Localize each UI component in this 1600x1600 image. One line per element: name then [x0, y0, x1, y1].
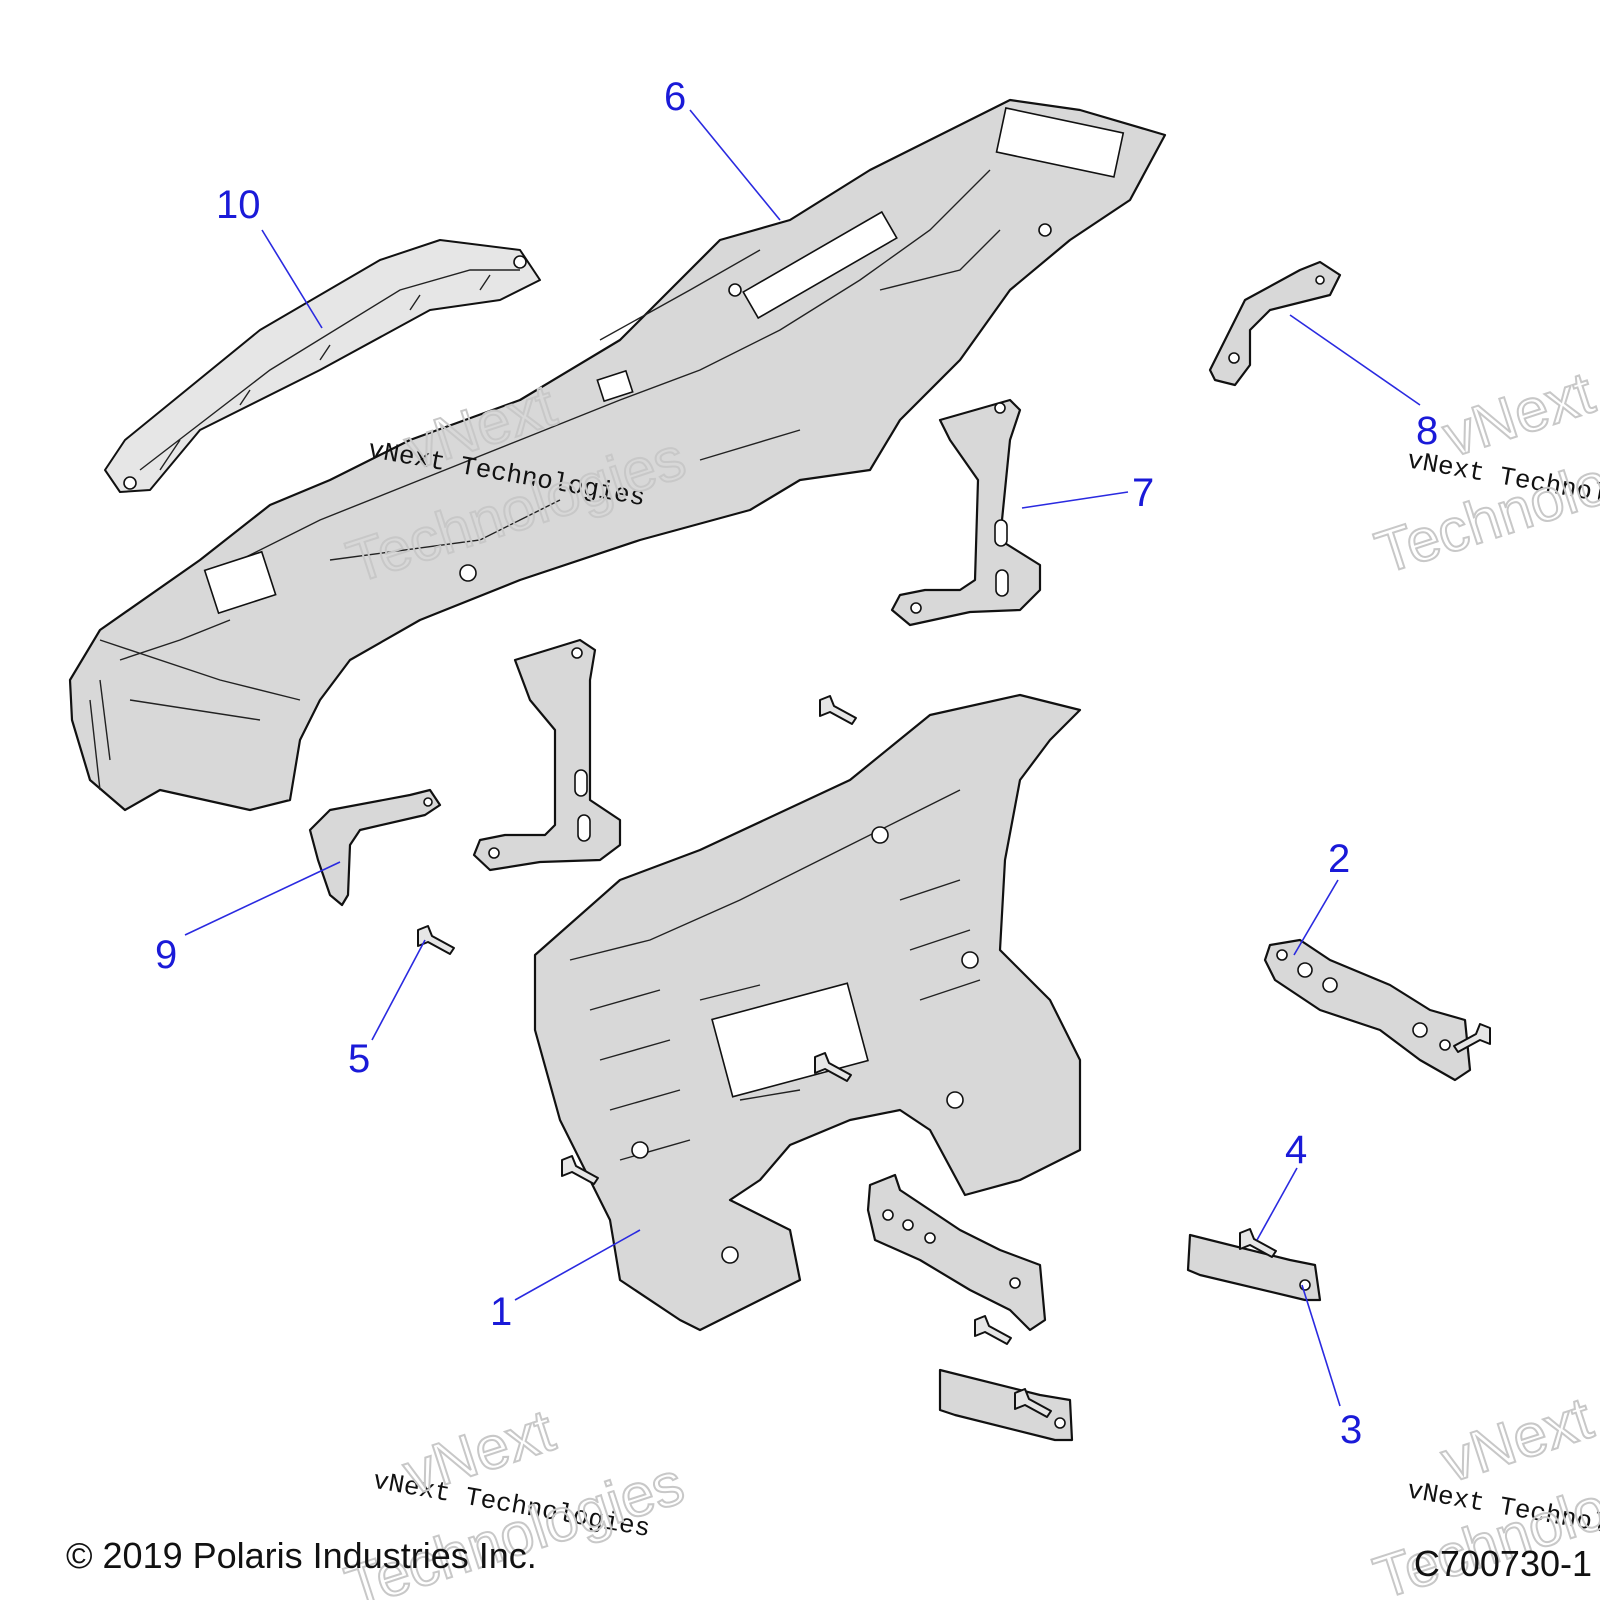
callout-7: 7 [1132, 471, 1154, 515]
leader-8 [1289, 314, 1421, 406]
callout-4: 4 [1285, 1128, 1307, 1172]
watermark-outline-line1: vNext [1435, 359, 1600, 470]
leader-7 [1021, 491, 1129, 509]
part-10-grab-rail [104, 239, 541, 493]
part-2-strap [1263, 938, 1472, 1082]
part-7-support-bracket [890, 398, 1042, 627]
callout-9: 9 [155, 933, 177, 977]
callout-8: 8 [1416, 409, 1438, 453]
callout-3: 3 [1340, 1408, 1362, 1452]
fasteners [417, 695, 1491, 1418]
callout-6: 6 [664, 75, 686, 119]
part-3-clip [1186, 1233, 1322, 1302]
leader-5 [371, 939, 426, 1041]
part-8-bracket [1208, 260, 1342, 387]
leader-9 [184, 861, 341, 936]
drawing-number: C700730-1 [1414, 1543, 1592, 1584]
callout-10: 10 [216, 183, 261, 227]
callouts: 6 10 8 7 9 5 2 4 3 1 [155, 75, 1438, 1452]
callout-5: 5 [348, 1037, 370, 1081]
part-1-lower-panel [533, 693, 1082, 1332]
leader-4 [1256, 1167, 1298, 1241]
copyright-notice: © 2019 Polaris Industries Inc. [66, 1535, 537, 1576]
leader-10 [261, 229, 323, 329]
part-6-upper-panel [68, 98, 1167, 812]
callout-1: 1 [490, 1290, 512, 1334]
leader-lines [184, 109, 1421, 1407]
watermark-right-outline: vNext Technologies [1367, 358, 1600, 588]
part-9-bracket [308, 788, 442, 907]
support-bracket-left [472, 638, 622, 872]
leader-3 [1301, 1284, 1341, 1407]
clip-lower [938, 1368, 1074, 1442]
leader-6 [689, 109, 781, 221]
strap-lower [866, 1173, 1047, 1332]
leader-1 [514, 1229, 641, 1301]
watermark-outline-line1: vNext [1433, 1384, 1600, 1495]
callout-2: 2 [1328, 837, 1350, 881]
leader-2 [1293, 879, 1339, 956]
